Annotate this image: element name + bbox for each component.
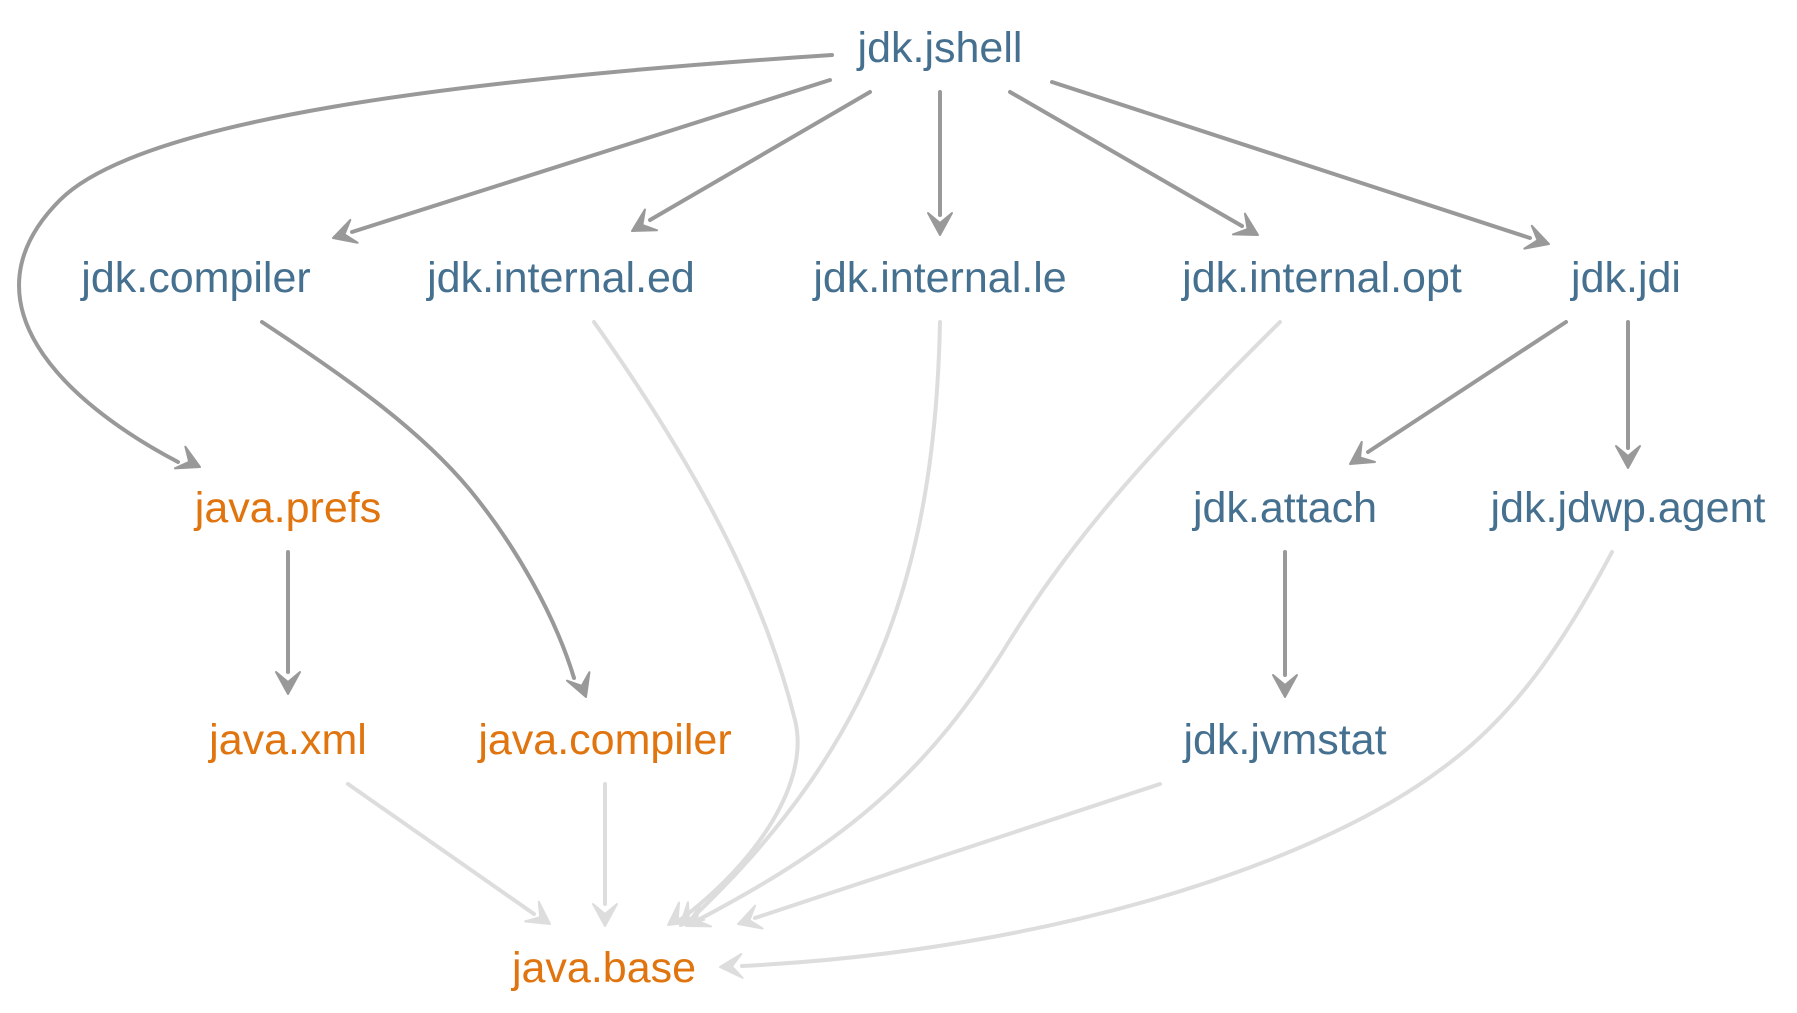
edge-java-prefs-to-java-xml bbox=[275, 550, 301, 695]
module-node-jdk-jdwp-agent: jdk.jdwp.agent bbox=[1489, 484, 1766, 532]
edge-line bbox=[740, 550, 1614, 968]
module-node-java-prefs: java.prefs bbox=[193, 484, 381, 532]
edge-line bbox=[1050, 80, 1532, 240]
arrowhead-icon bbox=[275, 671, 301, 695]
module-node-java-compiler: java.compiler bbox=[476, 716, 731, 764]
edge-jdk-jvmstat-to-java-base bbox=[737, 782, 1162, 930]
edge-jdk-jshell-to-jdk-internal-opt bbox=[1008, 90, 1259, 236]
edge-line bbox=[753, 782, 1162, 920]
edge-line bbox=[696, 320, 1282, 922]
module-node-jdk-internal-ed: jdk.internal.ed bbox=[425, 254, 695, 302]
edge-jdk-compiler-to-java-compiler bbox=[260, 320, 591, 698]
module-node-jdk-jvmstat: jdk.jvmstat bbox=[1181, 716, 1386, 764]
edge-jdk-jdi-to-jdk-jdwp-agent bbox=[1615, 320, 1641, 469]
arrowhead-icon bbox=[1615, 445, 1641, 469]
edge-line bbox=[690, 320, 942, 920]
arrowhead-icon bbox=[631, 208, 659, 232]
nodes-layer: jdk.jshell jdk.compiler jdk.internal.ed jdk… bbox=[79, 24, 1765, 992]
edge-jdk-internal-ed-to-java-base bbox=[592, 320, 800, 926]
module-node-java-base: java.base bbox=[510, 944, 696, 992]
edge-java-compiler-to-java-base bbox=[592, 782, 618, 927]
module-node-jdk-jdi: jdk.jdi bbox=[1569, 254, 1681, 302]
edge-jdk-attach-to-jdk-jvmstat bbox=[1272, 550, 1298, 698]
arrowhead-icon bbox=[1349, 440, 1376, 465]
edges-layer bbox=[17, 53, 1641, 979]
edge-line bbox=[260, 320, 576, 680]
arrowhead-icon bbox=[173, 445, 201, 470]
edge-line bbox=[1008, 90, 1244, 228]
edge-line bbox=[17, 53, 834, 464]
edge-jdk-internal-le-to-java-base bbox=[679, 320, 942, 927]
edge-line bbox=[648, 90, 872, 222]
edge-jdk-jdwp-agent-to-java-base bbox=[719, 550, 1614, 979]
module-node-jdk-internal-opt: jdk.internal.opt bbox=[1180, 254, 1462, 302]
arrowhead-icon bbox=[719, 952, 744, 979]
edge-java-xml-to-java-base bbox=[346, 782, 551, 925]
edge-jdk-jdi-to-jdk-attach bbox=[1349, 320, 1568, 465]
arrowhead-icon bbox=[332, 218, 359, 244]
module-node-jdk-jshell: jdk.jshell bbox=[856, 24, 1023, 72]
edge-line bbox=[346, 782, 536, 916]
arrowhead-icon bbox=[1523, 224, 1550, 250]
module-node-jdk-attach: jdk.attach bbox=[1191, 484, 1377, 532]
arrowhead-icon bbox=[1231, 212, 1259, 236]
edge-jdk-jshell-to-jdk-compiler bbox=[332, 78, 832, 244]
edge-jdk-jshell-to-java-prefs bbox=[17, 53, 834, 470]
arrowhead-icon bbox=[524, 900, 551, 925]
edge-jdk-jshell-to-jdk-internal-le bbox=[927, 90, 953, 236]
arrowhead-icon bbox=[592, 903, 618, 927]
edge-jdk-internal-opt-to-java-base bbox=[685, 320, 1282, 928]
edge-line bbox=[350, 78, 832, 234]
arrowhead-icon bbox=[685, 904, 713, 928]
arrowhead-icon bbox=[565, 671, 591, 698]
edge-jdk-jshell-to-jdk-jdi bbox=[1050, 80, 1550, 250]
module-node-jdk-compiler: jdk.compiler bbox=[79, 254, 310, 302]
edge-jdk-jshell-to-jdk-internal-ed bbox=[631, 90, 872, 232]
module-node-java-xml: java.xml bbox=[207, 716, 367, 764]
edge-line bbox=[592, 320, 800, 922]
arrowhead-icon bbox=[1272, 674, 1298, 698]
arrowhead-icon bbox=[927, 212, 953, 236]
module-node-jdk-internal-le: jdk.internal.le bbox=[811, 254, 1066, 302]
arrowhead-icon bbox=[737, 904, 764, 930]
edge-line bbox=[1366, 320, 1568, 454]
